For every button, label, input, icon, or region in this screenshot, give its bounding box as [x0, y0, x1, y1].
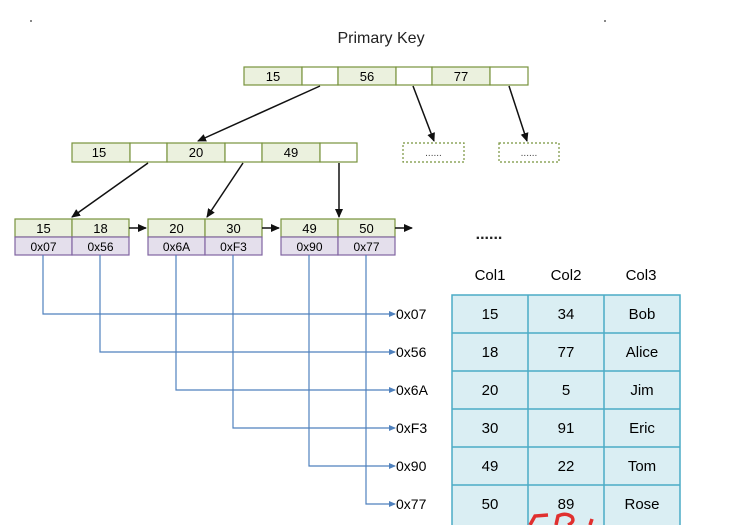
leaf-node: 15 18 0x07 0x56: [14, 218, 130, 256]
svg-text:......: ......: [521, 148, 538, 159]
leaf-address: 0x56: [87, 240, 113, 254]
internal-key: 20: [189, 145, 203, 160]
leaf-key: 20: [169, 221, 183, 236]
row-address-label: 0x07: [396, 306, 427, 322]
table-cell: 5: [562, 382, 570, 399]
leaf-key: 18: [93, 221, 107, 236]
row-pointer-line: [232, 255, 396, 431]
row-pointer-line: [99, 255, 396, 355]
placeholder-node: ......: [498, 142, 560, 163]
leaf-node: 20 30 0x6A 0xF3: [147, 218, 263, 256]
table-header: Col2: [551, 267, 582, 284]
leaf-address: 0xF3: [220, 240, 247, 254]
internal-key: 49: [284, 145, 298, 160]
leaf-node: 49 50 0x90 0x77: [280, 218, 396, 256]
root-node: 15 56 77: [243, 66, 529, 86]
table-cell: 77: [558, 344, 575, 361]
corner-mark: [604, 20, 606, 22]
table-cell: Alice: [626, 344, 659, 361]
root-key: 77: [454, 69, 468, 84]
table-cell: 34: [558, 306, 575, 323]
leaf-key: 30: [226, 221, 240, 236]
leaf-key: 49: [302, 221, 316, 236]
root-pointer-arrow: [197, 85, 321, 142]
leaf-ellipsis: ......: [476, 226, 503, 243]
table-cell: Eric: [629, 420, 655, 437]
row-pointer-lines: [42, 255, 396, 507]
table-row: 50 89 Rose: [482, 496, 660, 513]
diagram-title: Primary Key: [337, 30, 424, 47]
table-cell: 49: [482, 458, 499, 475]
table-cell: Tom: [628, 458, 656, 475]
row-address-label: 0x6A: [396, 382, 429, 398]
root-key: 15: [266, 69, 280, 84]
watermark-fragment: [528, 512, 594, 525]
table-row: 49 22 Tom: [482, 458, 657, 475]
table-cell: Rose: [624, 496, 659, 513]
placeholder-node: ......: [402, 142, 465, 163]
table-cell: 20: [482, 382, 499, 399]
table-row: 15 34 Bob: [482, 306, 656, 323]
row-pointer-line: [42, 255, 396, 317]
leaf-key: 15: [36, 221, 50, 236]
svg-text:......: ......: [425, 148, 442, 159]
internal-key: 15: [92, 145, 106, 160]
root-pointer-arrow: [412, 85, 435, 142]
table-cell: 89: [558, 496, 575, 513]
table-cell: Jim: [630, 382, 653, 399]
table-cell: Bob: [629, 306, 656, 323]
row-pointer-line: [175, 255, 396, 393]
table-row: 20 5 Jim: [482, 382, 654, 399]
row-pointer-line: [365, 255, 396, 507]
root-pointer-arrow: [508, 85, 529, 142]
leaf-address: 0x07: [30, 240, 56, 254]
internal-pointer-arrow: [71, 162, 149, 218]
corner-mark: [30, 20, 32, 22]
internal-node: 15 20 49: [71, 142, 358, 163]
row-pointer-line: [308, 255, 396, 469]
table-cell: 18: [482, 344, 499, 361]
leaf-address: 0x6A: [163, 240, 190, 254]
leaf-address: 0x77: [353, 240, 379, 254]
row-address-label: 0x77: [396, 496, 427, 512]
row-address-label: 0x90: [396, 458, 427, 474]
row-address-label: 0x56: [396, 344, 427, 360]
table-cell: 91: [558, 420, 575, 437]
leaf-key: 50: [359, 221, 373, 236]
leaf-address: 0x90: [296, 240, 322, 254]
table-header: Col1: [475, 267, 506, 284]
table-cell: 30: [482, 420, 499, 437]
table-cell: 15: [482, 306, 499, 323]
table-row: 30 91 Eric: [482, 420, 656, 437]
table-cell: 50: [482, 496, 499, 513]
internal-pointer-arrow: [206, 162, 244, 218]
table-row: 18 77 Alice: [482, 344, 659, 361]
data-table: Col1 Col2 Col3 15 34 Bob 18 77 Alice 20 …: [451, 267, 681, 525]
table-header: Col3: [626, 267, 657, 284]
table-cell: 22: [558, 458, 575, 475]
root-key: 56: [360, 69, 374, 84]
row-address-label: 0xF3: [396, 420, 427, 436]
